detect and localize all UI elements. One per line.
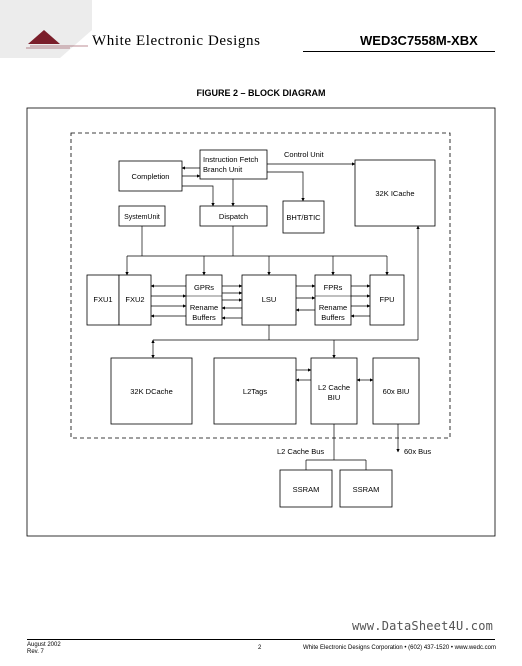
lsu-label: LSU (262, 295, 277, 304)
icache-block (354, 159, 436, 227)
lsu-block (241, 274, 297, 326)
company-name: White Electronic Designs (92, 33, 261, 49)
instruction-fetch-label: Instruction Fetch (203, 155, 258, 164)
fxu2-label: FXU2 (125, 295, 144, 304)
part-number: WED3C7558M-XBX (360, 33, 478, 48)
fpu-label: FPU (380, 295, 395, 304)
footer-rev: Rev. 7 (27, 649, 44, 655)
l2tags-label: L2Tags (243, 387, 267, 396)
fxu2-block (118, 274, 152, 326)
ssram-block-2 (339, 469, 393, 508)
branch-unit-label: Branch Unit (203, 165, 243, 174)
gprs-label: GPRs (194, 283, 214, 292)
watermark-url: www.DataSheet4U.com (352, 619, 494, 633)
diagram-frame (26, 107, 496, 537)
ssram-label-1: SSRAM (293, 485, 320, 494)
gpr-rename-label: Rename (190, 303, 218, 312)
biu60x-block (372, 357, 420, 425)
fxu1-block (86, 274, 120, 326)
l2-biu-label-1: L2 Cache (318, 383, 350, 392)
fpu-block (369, 274, 405, 326)
fpr-rename-label: Rename (319, 303, 347, 312)
fpr-buffers-label: Buffers (321, 313, 345, 322)
l2-cache-bus-label: L2 Cache Bus (277, 447, 324, 456)
dcache-block (110, 357, 193, 425)
figure-title: FIGURE 2 – BLOCK DIAGRAM (196, 88, 326, 98)
completion-label: Completion (132, 172, 170, 181)
l2tags-block (213, 357, 297, 425)
bus60x-label: 60x Bus (404, 447, 431, 456)
fxu1-label: FXU1 (93, 295, 112, 304)
footer-date-block: August 2002 Rev. 7 (27, 642, 61, 656)
footer-date: August 2002 (27, 642, 61, 648)
biu60x-label: 60x BIU (383, 387, 410, 396)
footer-corporation: White Electronic Designs Corporation • (… (303, 645, 496, 651)
instruction-fetch-block (199, 149, 268, 180)
bht-btic-label: BHT/BTIC (286, 213, 321, 222)
dispatch-label: Dispatch (219, 212, 248, 221)
fprs-block (314, 274, 352, 326)
l2-biu-label-2: BIU (328, 393, 341, 402)
gpr-buffers-label: Buffers (192, 313, 216, 322)
page-number: 2 (258, 645, 262, 651)
ssram-label-2: SSRAM (353, 485, 380, 494)
company-logo-icon (0, 0, 92, 58)
icache-label: 32K ICache (375, 189, 414, 198)
control-unit-label: Control Unit (284, 150, 325, 159)
system-unit-label: SystemUnit (124, 214, 160, 221)
header-divider (303, 51, 495, 52)
processor-boundary (70, 132, 451, 439)
bht-btic-block (282, 200, 325, 234)
ssram-block-1 (279, 469, 333, 508)
fprs-label: FPRs (324, 283, 343, 292)
dcache-label: 32K DCache (130, 387, 173, 396)
footer-divider (27, 639, 495, 640)
